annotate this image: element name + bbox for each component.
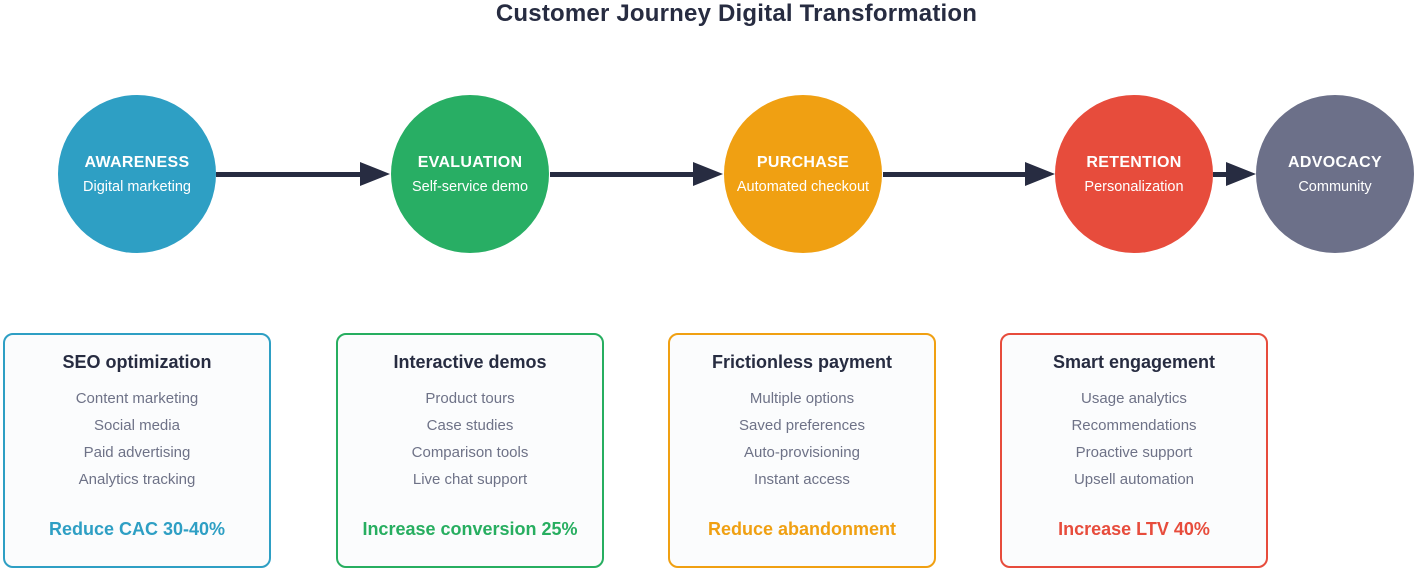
stage-label: AWARENESS [84,153,190,171]
stage-advocacy: ADVOCACY Community [1256,95,1414,253]
card-smart-engagement: Smart engagement Usage analytics Recomme… [1000,333,1268,568]
arrow-shaft [883,171,1027,177]
stage-label: ADVOCACY [1288,153,1382,171]
card-frictionless-payment: Frictionless payment Multiple options Sa… [668,333,936,568]
card-item-list: Multiple options Saved preferences Auto-… [739,385,865,493]
card-item: Comparison tools [411,444,529,461]
arrow-shaft [1213,171,1228,177]
stage-purchase: PURCHASE Automated checkout [724,95,882,253]
card-title: SEO optimization [62,352,212,372]
arrow-shaft [216,171,362,177]
arrow-head-icon [1226,162,1256,186]
card-item: Recommendations [1071,417,1197,434]
card-item: Upsell automation [1073,471,1195,488]
card-item: Multiple options [749,390,855,407]
card-title: Frictionless payment [711,352,893,372]
page-title: Customer Journey Digital Transformation [495,0,978,27]
card-metric: Increase LTV 40% [1058,519,1210,539]
card-item: Auto-provisioning [744,444,860,461]
card-interactive-demos: Interactive demos Product tours Case stu… [336,333,604,568]
arrow-head-icon [360,162,390,186]
card-metric: Reduce CAC 30-40% [48,519,226,539]
card-item: Product tours [425,390,515,407]
card-item: Instant access [754,471,850,488]
card-item: Paid advertising [83,444,191,461]
stage-awareness: AWARENESS Digital marketing [58,95,216,253]
card-item: Live chat support [412,471,528,488]
card-item: Social media [94,417,180,434]
card-seo-optimization: SEO optimization Content marketing Socia… [3,333,271,568]
stage-label: PURCHASE [756,153,850,171]
card-item: Content marketing [75,390,199,407]
arrow-retention-advocacy [1213,162,1256,186]
card-item: Proactive support [1075,444,1193,461]
card-title: Smart engagement [1052,352,1216,372]
arrow-head-icon [1025,162,1055,186]
stage-sublabel: Self-service demo [411,178,529,195]
stage-label: RETENTION [1086,153,1182,171]
arrow-shaft [550,171,695,177]
card-item: Analytics tracking [78,471,196,488]
card-item-list: Usage analytics Recommendations Proactiv… [1071,385,1196,493]
stage-sublabel: Automated checkout [736,178,870,195]
arrow-evaluation-purchase [550,162,723,186]
card-metric: Reduce abandonment [707,519,897,539]
stage-sublabel: Digital marketing [83,178,191,195]
card-title: Interactive demos [393,352,547,372]
stage-evaluation: EVALUATION Self-service demo [391,95,549,253]
card-item: Case studies [426,417,514,434]
stage-label: EVALUATION [417,153,523,171]
card-item: Usage analytics [1081,390,1187,407]
card-metric: Increase conversion 25% [362,519,578,539]
card-item-list: Content marketing Social media Paid adve… [76,385,199,493]
arrow-purchase-retention [883,162,1055,186]
card-item: Saved preferences [739,417,865,434]
stage-sublabel: Personalization [1084,178,1184,195]
stage-retention: RETENTION Personalization [1055,95,1213,253]
arrow-awareness-evaluation [216,162,390,186]
arrow-head-icon [693,162,723,186]
stage-sublabel: Community [1298,178,1372,195]
card-item-list: Product tours Case studies Comparison to… [412,385,529,493]
